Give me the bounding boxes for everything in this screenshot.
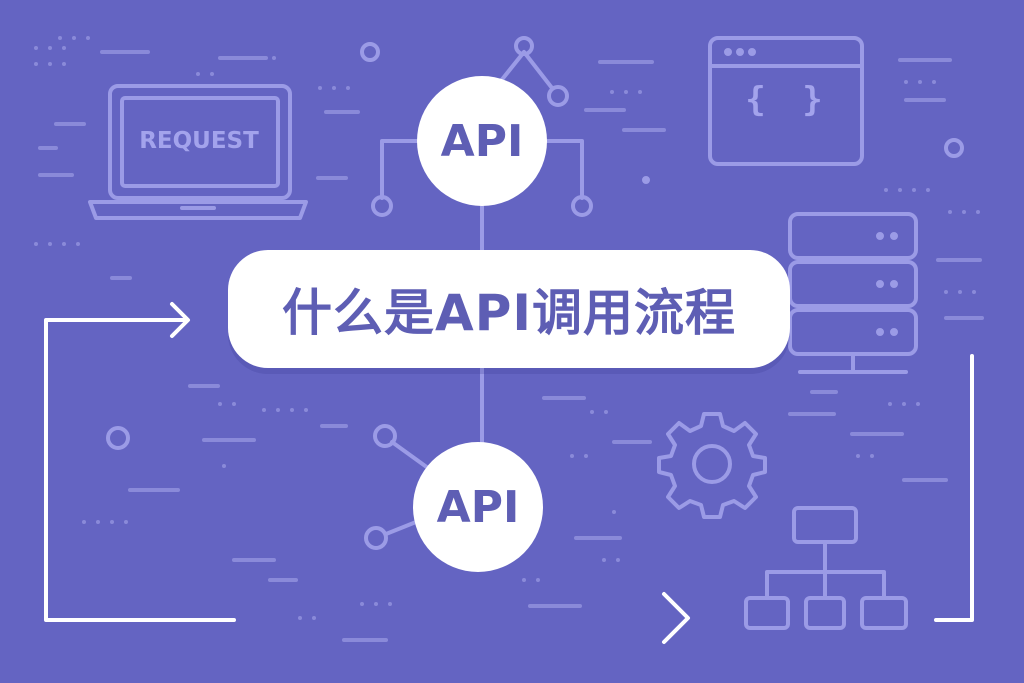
- node-dot: [514, 36, 534, 56]
- gear-icon: [657, 412, 767, 519]
- laptop-icon: [88, 84, 308, 220]
- deco-circle: [642, 176, 650, 184]
- arrow-right-icon: [170, 302, 190, 338]
- node-dot: [371, 195, 393, 217]
- api-label-bottom: API: [436, 481, 520, 533]
- deco-circle: [944, 138, 964, 158]
- tree-line: [384, 520, 418, 536]
- node-dot: [373, 424, 397, 448]
- server-rack-icon: [788, 212, 918, 374]
- laptop-screen-label: REQUEST: [139, 128, 259, 154]
- api-node-top: API: [417, 76, 547, 206]
- code-braces-label: { }: [745, 80, 831, 120]
- node-dot: [547, 85, 569, 107]
- flow-frame-right: [934, 354, 974, 622]
- arrow-right-icon: [662, 592, 690, 644]
- node-dot: [364, 526, 388, 550]
- tree-line: [522, 50, 554, 90]
- api-label-top: API: [440, 115, 524, 167]
- browser-code-window-icon: [708, 36, 864, 166]
- tree-line: [498, 50, 526, 84]
- tree-line: [390, 440, 430, 470]
- flow-frame-left: [44, 318, 236, 622]
- api-node-bottom: API: [413, 442, 543, 572]
- deco-circle: [360, 42, 380, 62]
- hierarchy-chart-icon: [744, 506, 908, 630]
- page-title: 什么是API调用流程: [282, 284, 736, 342]
- node-dot: [571, 195, 593, 217]
- top-branch-connector: [380, 139, 584, 200]
- title-banner: 什么是API调用流程: [228, 250, 790, 368]
- deco-circle: [106, 426, 130, 450]
